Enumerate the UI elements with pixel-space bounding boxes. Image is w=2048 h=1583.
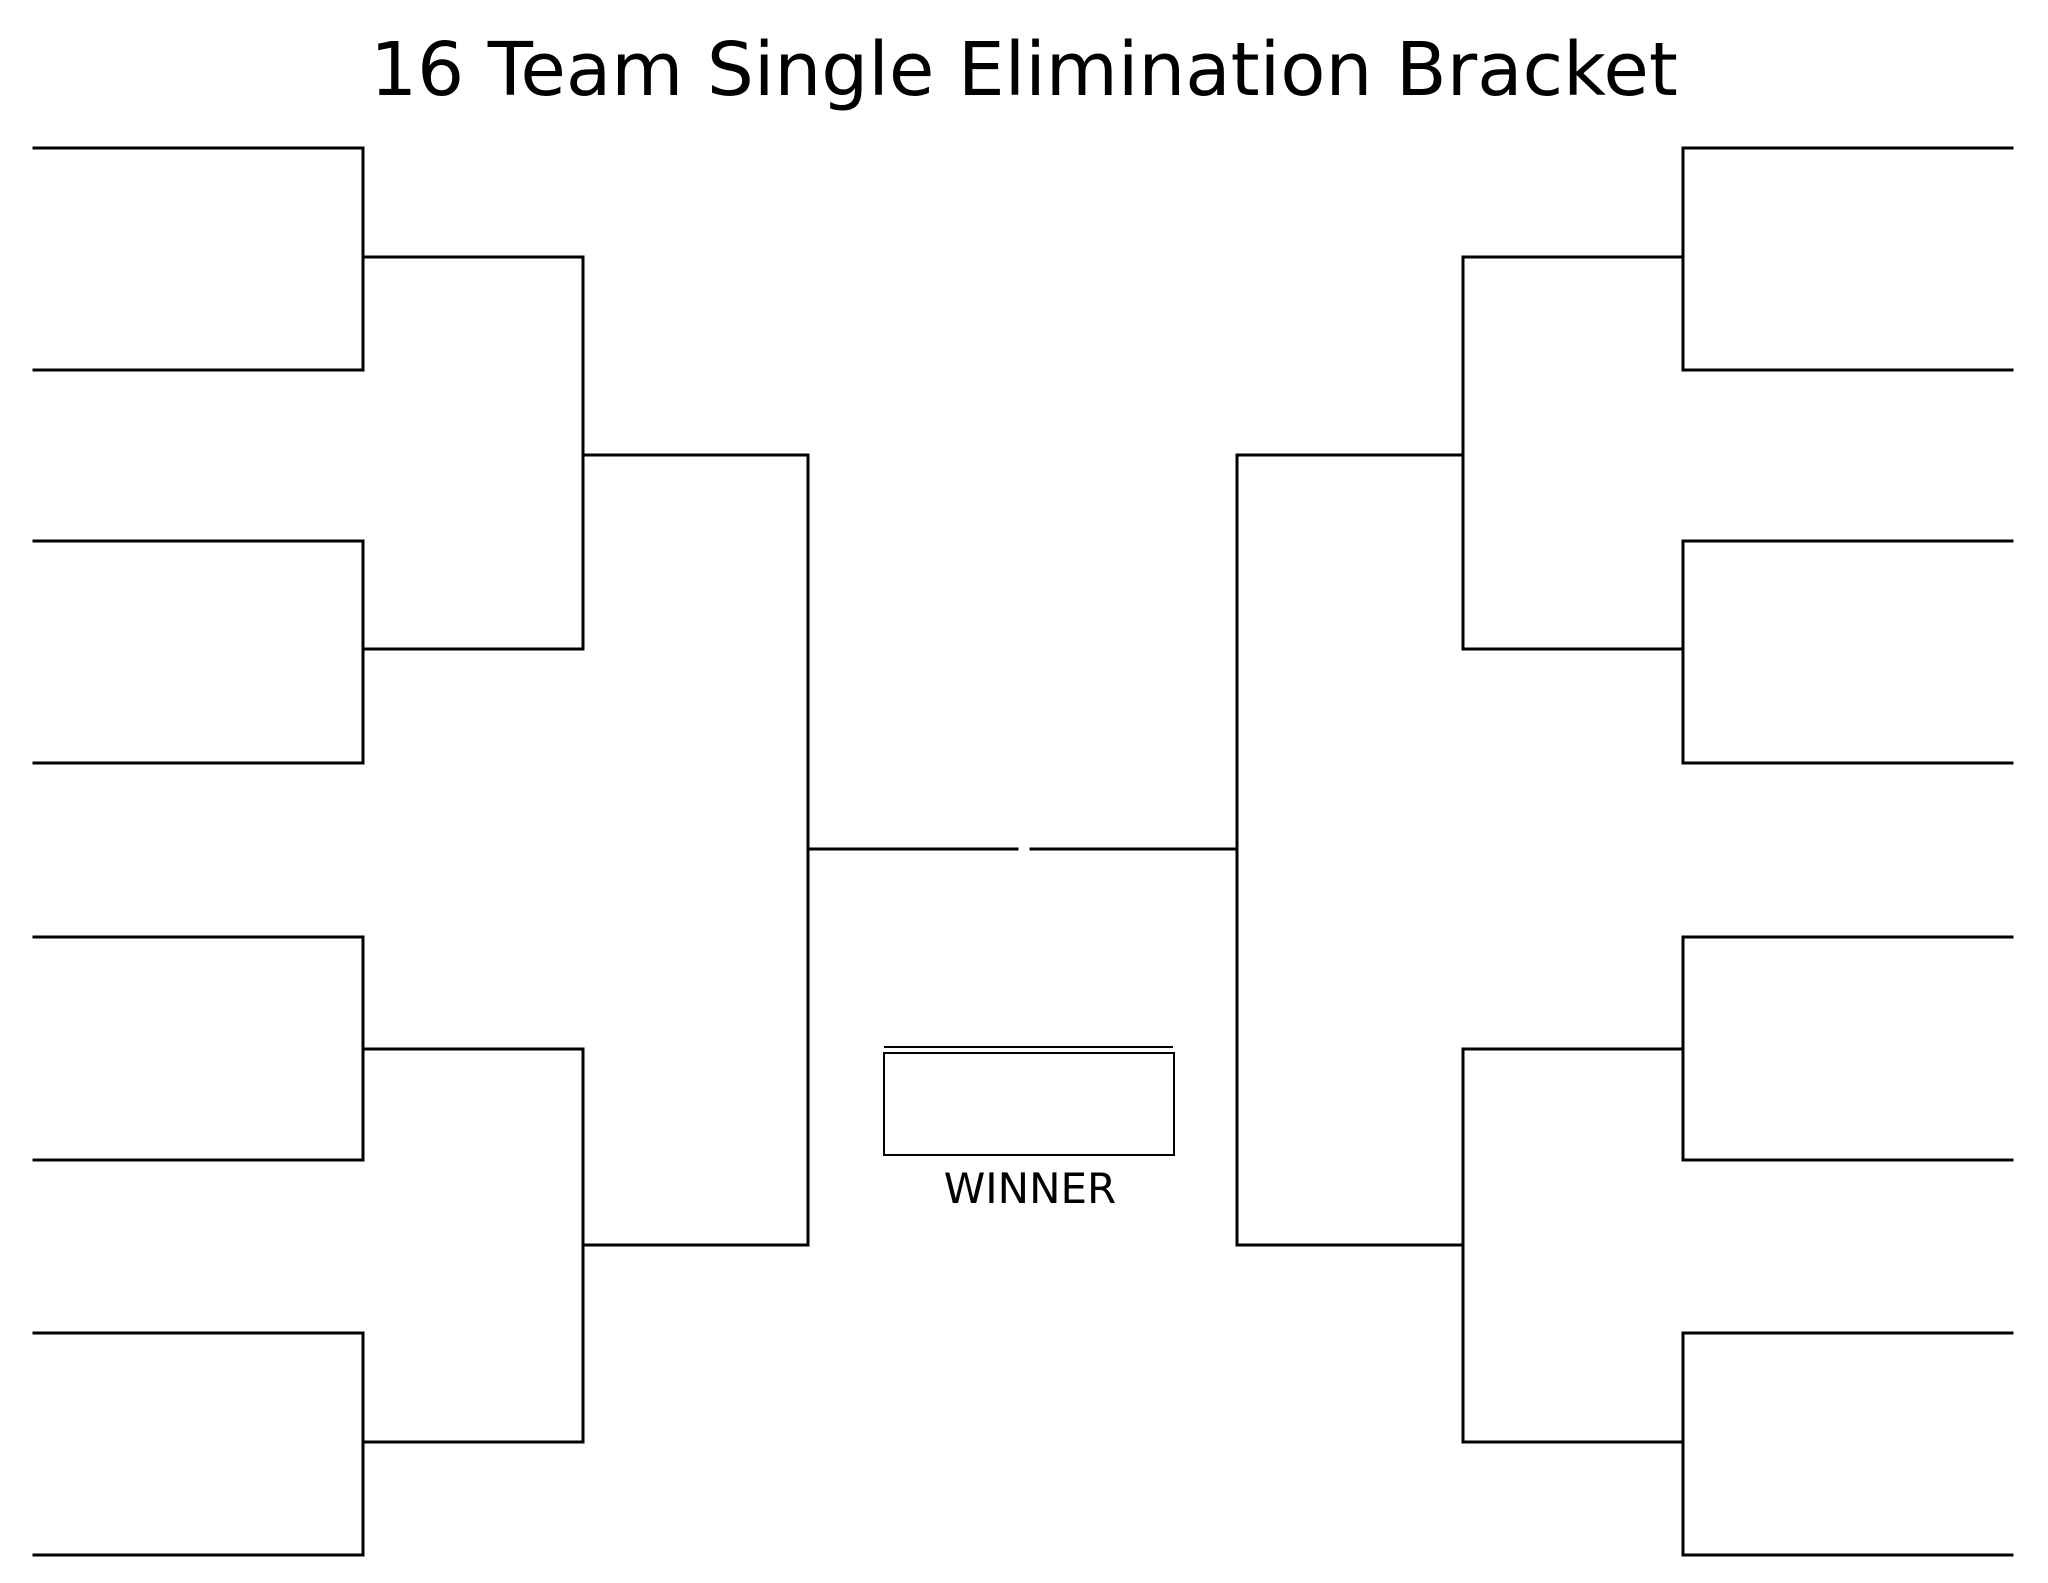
winner-box[interactable]	[883, 1046, 1175, 1156]
winner-label: WINNER	[943, 1164, 1117, 1213]
page-title: 16 Team Single Elimination Bracket	[370, 27, 1678, 113]
bracket-lines	[32, 146, 2014, 1557]
